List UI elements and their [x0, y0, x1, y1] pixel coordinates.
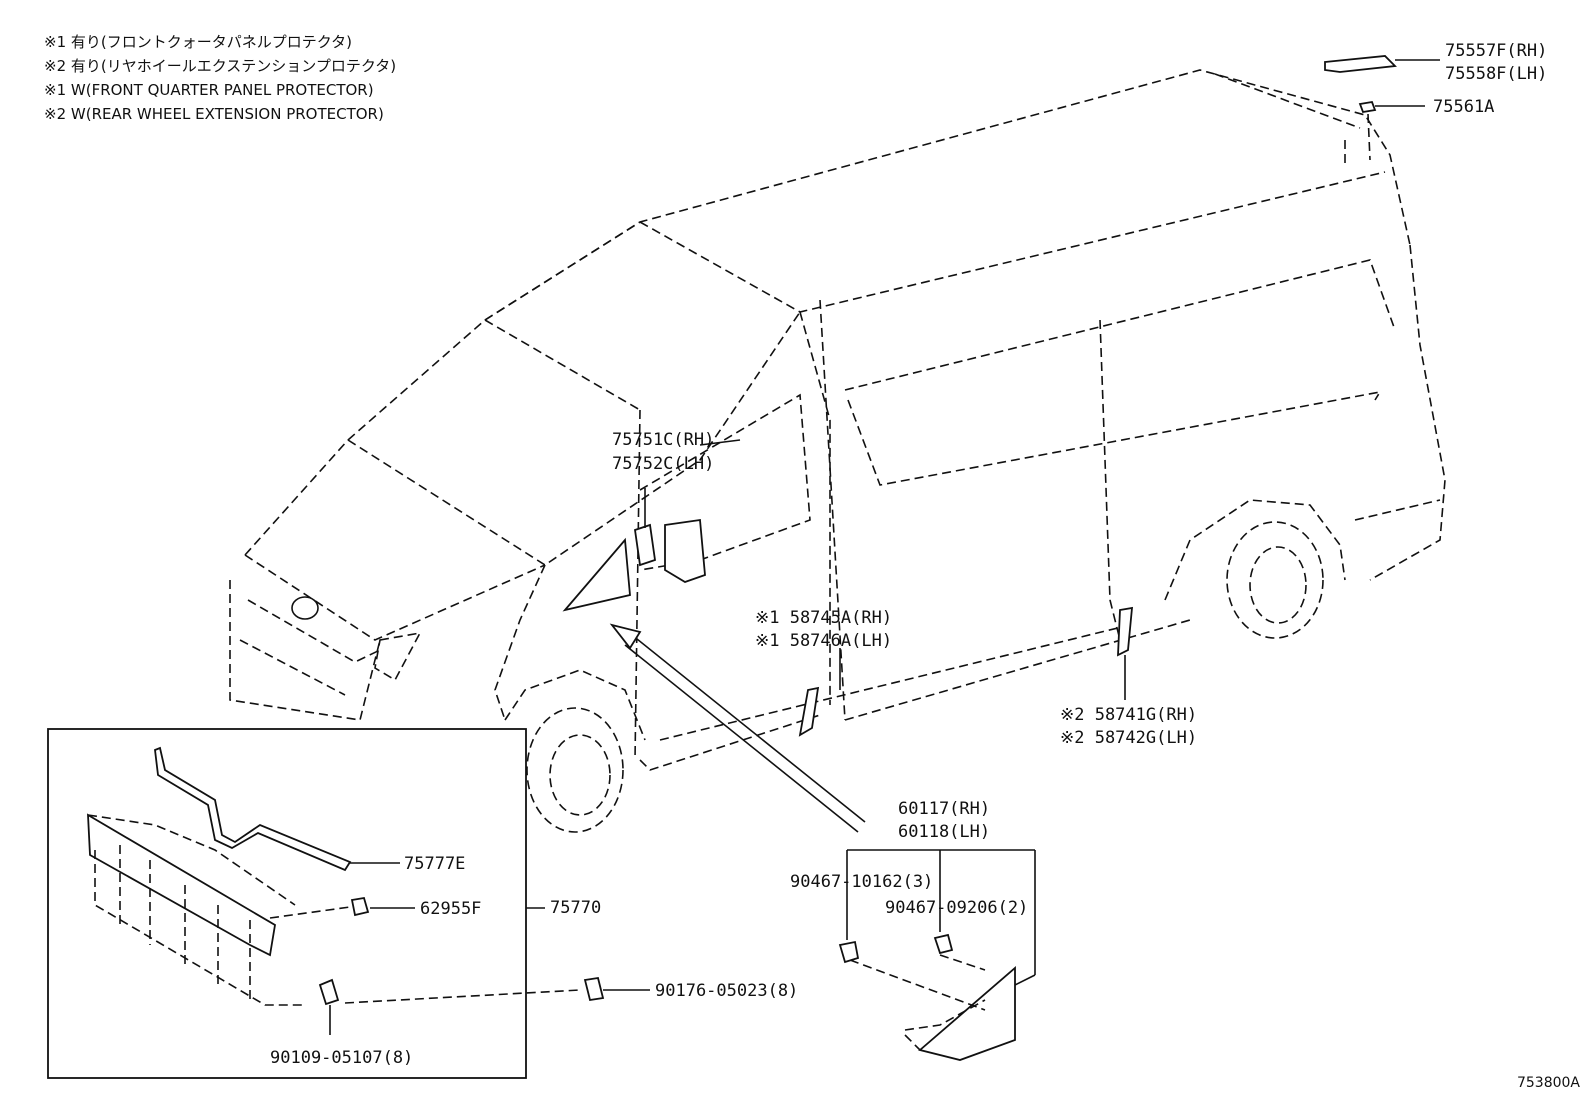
label-75558F: 75558F(LH) [1445, 64, 1547, 84]
label-60118: 60118(LH) [898, 822, 990, 842]
note-1-ja: ※1 有り(フロントクォータパネルプロテクタ) [44, 33, 352, 51]
quarter-protectors [798, 606, 1134, 737]
label-58741G: ※2 58741G(RH) [1060, 705, 1197, 725]
note-2-ja: ※2 有り(リヤホイールエクステンションプロテクタ) [44, 57, 397, 75]
roof-spoiler-part [1324, 55, 1440, 165]
label-75752C: 75752C(LH) [612, 454, 714, 474]
label-62955F: 62955F [420, 899, 481, 919]
label-90467-10162: 90467-10162(3) [790, 872, 933, 892]
label-58746A: ※1 58746A(LH) [755, 631, 892, 651]
note-1-en: ※1 W(FRONT QUARTER PANEL PROTECTOR) [44, 81, 374, 99]
label-90176-05023: 90176-05023(8) [655, 981, 798, 1001]
label-75751C: 75751C(RH) [612, 430, 714, 450]
label-60117: 60117(RH) [898, 799, 990, 819]
fender-bracket-detail [838, 849, 1036, 1061]
label-75557F: 75557F(RH) [1445, 41, 1547, 61]
part-labels: 75557F(RH) 75558F(LH) 75561A 75751C(RH) … [270, 41, 1547, 1068]
detail-arrow [609, 623, 866, 833]
label-75777E: 75777E [404, 854, 465, 874]
label-58745A: ※1 58745A(RH) [755, 608, 892, 628]
label-75770: 75770 [550, 898, 601, 918]
van-body-outline [229, 69, 1446, 833]
leader-75751C [699, 439, 741, 446]
catalog-number: 753800A [1516, 1075, 1580, 1091]
label-90109-05107: 90109-05107(8) [270, 1048, 413, 1068]
front-triangle-panel [562, 488, 656, 612]
note-2-en: ※2 W(REAR WHEEL EXTENSION PROTECTOR) [44, 105, 384, 123]
label-90467-09206: 90467-09206(2) [885, 898, 1028, 918]
grille-inset [47, 728, 650, 1079]
label-58742G: ※2 58742G(LH) [1060, 728, 1197, 748]
label-75561A: 75561A [1433, 97, 1494, 117]
notes-block: ※1 有り(フロントクォータパネルプロテクタ) ※2 有り(リヤホイールエクステ… [44, 30, 396, 126]
